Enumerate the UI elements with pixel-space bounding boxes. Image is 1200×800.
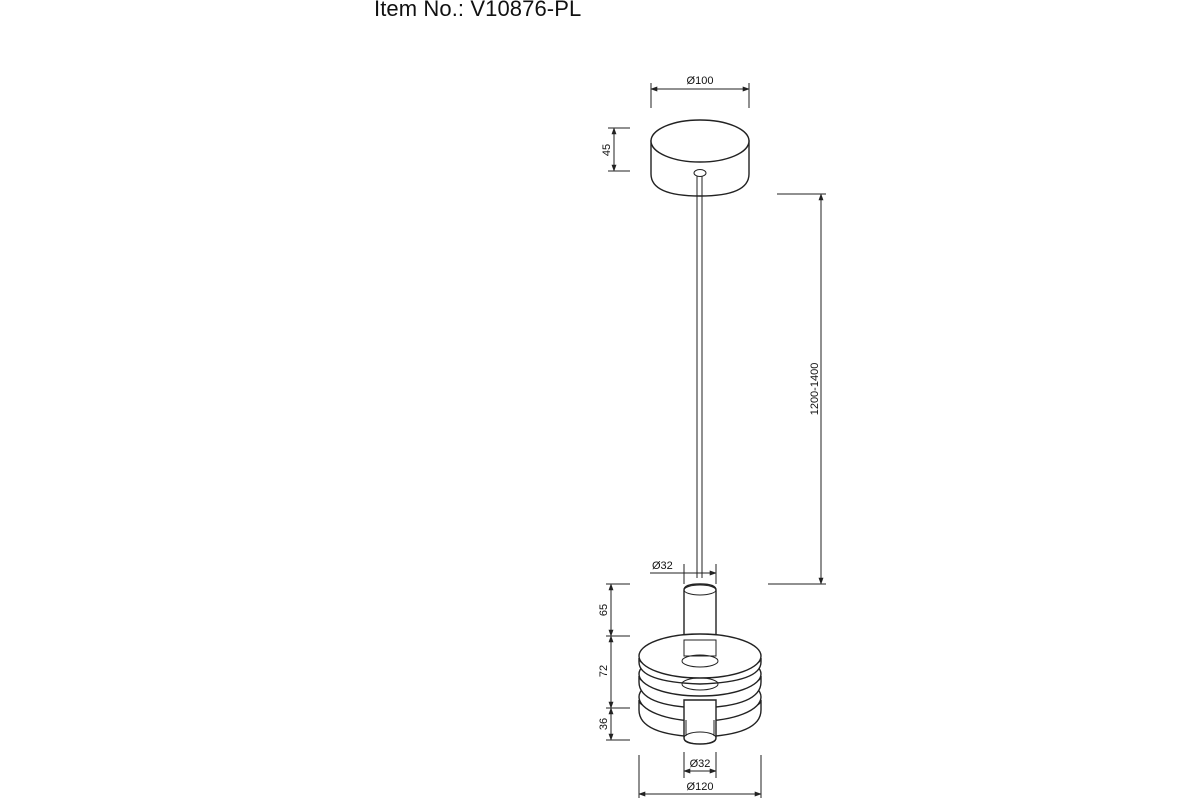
stem-height-label: 65 <box>598 604 610 616</box>
stem-bottom-diameter-label: Ø32 <box>690 758 711 770</box>
dim-shade-diameter: Ø120 <box>638 755 762 798</box>
canopy-height-label: 45 <box>601 144 613 156</box>
suspension-cable <box>696 176 703 578</box>
dim-stem-top-diameter: Ø32 <box>650 560 717 584</box>
dim-cable-length: 1200-1400 <box>768 193 826 585</box>
bottom-height-label: 36 <box>598 718 610 730</box>
dim-canopy-height: 45 <box>601 127 630 172</box>
item-number-title: Item No.: V10876-PL <box>374 0 582 21</box>
dim-stem-height: 65 <box>598 583 630 637</box>
cable-length-label: 1200-1400 <box>809 363 821 416</box>
lamp-body <box>638 583 762 745</box>
dim-stem-bottom-diameter: Ø32 <box>683 752 717 778</box>
dim-bottom-height: 36 <box>598 707 630 741</box>
dim-fins-height: 72 <box>598 635 630 709</box>
canopy-diameter-label: Ø100 <box>687 75 714 87</box>
fins-height-label: 72 <box>598 665 610 677</box>
stem-top-diameter-label: Ø32 <box>652 560 673 572</box>
shade-diameter-label: Ø120 <box>687 781 714 793</box>
ceiling-canopy <box>650 119 750 197</box>
dim-canopy-diameter: Ø100 <box>650 75 750 108</box>
